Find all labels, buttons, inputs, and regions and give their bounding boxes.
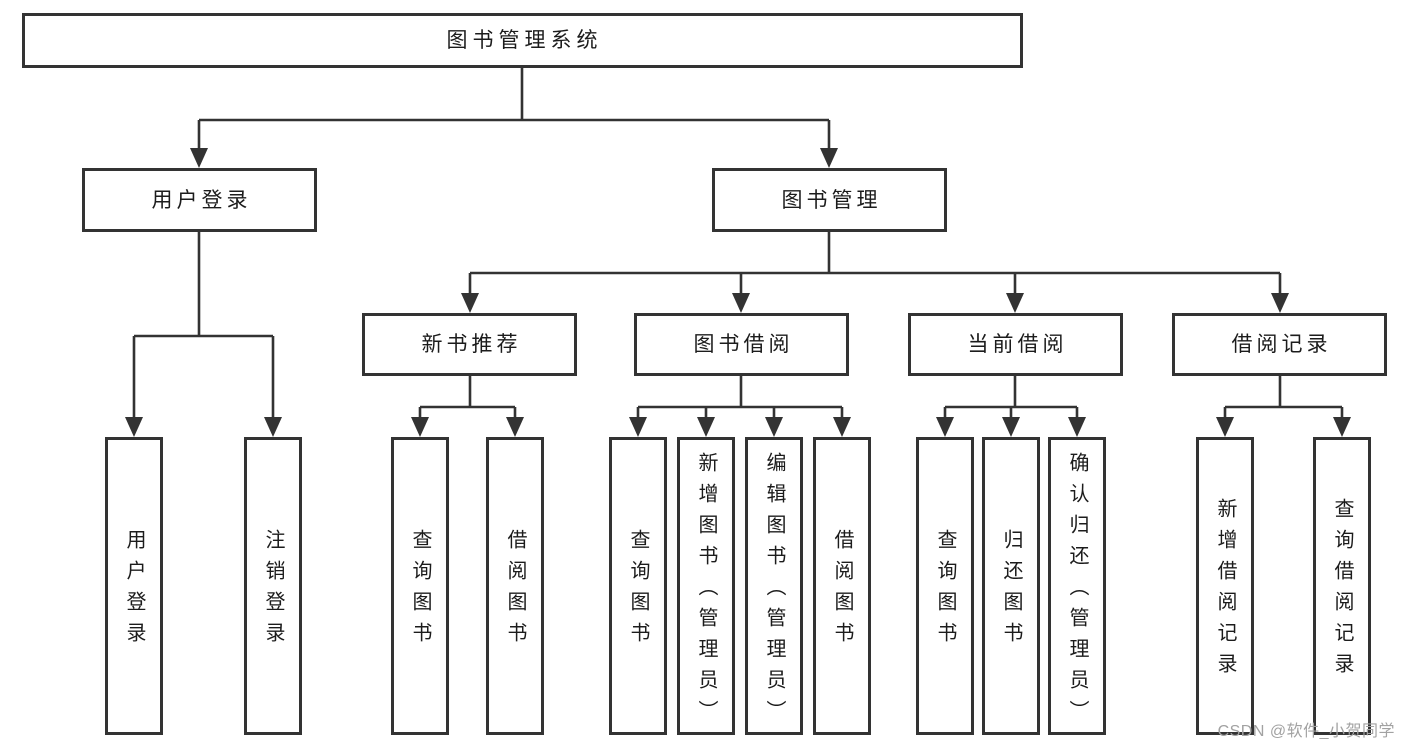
node-label: 图书管理系统 — [446, 29, 603, 52]
arrow-down-icon — [1271, 293, 1289, 313]
node-label: 查询图书 — [627, 529, 649, 653]
node-book-management: 图书管理 — [712, 168, 947, 232]
node-library-management-system: 图书管理系统 — [22, 13, 1023, 68]
leaf-query-borrow-record: 查询借阅记录 — [1313, 437, 1371, 735]
node-label: 新书推荐 — [421, 333, 522, 356]
arrow-down-icon — [1333, 417, 1351, 437]
arrow-down-icon — [833, 417, 851, 437]
node-label: 借阅图书 — [831, 529, 853, 653]
node-label: 查询图书 — [409, 529, 431, 653]
node-label: 查询图书 — [934, 529, 956, 653]
node-borrowing-records: 借阅记录 — [1172, 313, 1387, 376]
leaf-user-login: 用户登录 — [105, 437, 163, 735]
arrow-down-icon — [820, 148, 838, 168]
node-current-borrowing: 当前借阅 — [908, 313, 1123, 376]
node-label: 图书管理 — [781, 188, 882, 212]
arrow-down-icon — [264, 417, 282, 437]
arrow-down-icon — [1006, 293, 1024, 313]
csdn-watermark: CSDN @软件_小贺同学 — [1217, 723, 1395, 740]
node-label: 借阅记录 — [1231, 333, 1332, 356]
leaf-query-books-current: 查询图书 — [916, 437, 974, 735]
node-label: 用户登录 — [123, 529, 145, 653]
leaf-query-books-borrow: 查询图书 — [609, 437, 667, 735]
arrow-down-icon — [1216, 417, 1234, 437]
node-label: 用户登录 — [151, 188, 252, 212]
arrow-down-icon — [506, 417, 524, 437]
leaf-add-book-admin: 新增图书（管理员） — [677, 437, 735, 735]
node-user-login: 用户登录 — [82, 168, 317, 232]
node-book-borrowing: 图书借阅 — [634, 313, 849, 376]
leaf-query-books-recommend: 查询图书 — [391, 437, 449, 735]
arrow-down-icon — [732, 293, 750, 313]
node-label: 编辑图书（管理员） — [763, 451, 785, 731]
arrow-down-icon — [190, 148, 208, 168]
leaf-borrow-books-recommend: 借阅图书 — [486, 437, 544, 735]
arrow-down-icon — [765, 417, 783, 437]
arrow-down-icon — [936, 417, 954, 437]
node-label: 确认归还（管理员） — [1066, 451, 1088, 731]
leaf-borrow-books: 借阅图书 — [813, 437, 871, 735]
leaf-confirm-return-admin: 确认归还（管理员） — [1048, 437, 1106, 735]
arrow-down-icon — [461, 293, 479, 313]
node-label: 查询借阅记录 — [1331, 498, 1353, 684]
node-label: 归还图书 — [1000, 529, 1022, 653]
arrow-down-icon — [629, 417, 647, 437]
arrow-down-icon — [411, 417, 429, 437]
leaf-edit-book-admin: 编辑图书（管理员） — [745, 437, 803, 735]
leaf-add-borrow-record: 新增借阅记录 — [1196, 437, 1254, 735]
node-new-book-recommend: 新书推荐 — [362, 313, 577, 376]
node-label: 新增借阅记录 — [1214, 498, 1236, 684]
arrow-down-icon — [1002, 417, 1020, 437]
arrow-down-icon — [697, 417, 715, 437]
node-label: 借阅图书 — [504, 529, 526, 653]
node-label: 当前借阅 — [967, 333, 1068, 356]
leaf-logout: 注销登录 — [244, 437, 302, 735]
node-label: 图书借阅 — [693, 333, 794, 356]
node-label: 新增图书（管理员） — [695, 451, 717, 731]
leaf-return-book: 归还图书 — [982, 437, 1040, 735]
arrow-down-icon — [1068, 417, 1086, 437]
node-label: 注销登录 — [262, 529, 284, 653]
arrow-down-icon — [125, 417, 143, 437]
